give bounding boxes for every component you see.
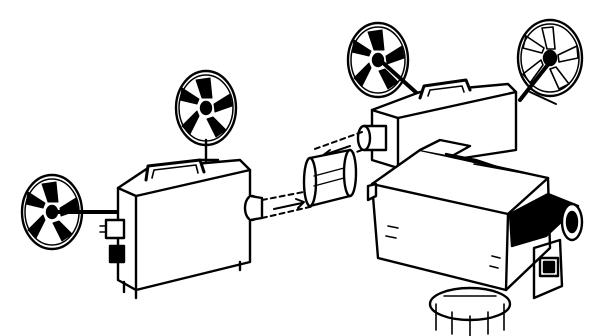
knob-left-2 [110, 246, 124, 262]
reel-right-rear [518, 20, 582, 96]
projector-body-left [118, 160, 250, 290]
tripod-head [430, 288, 510, 336]
reel-right-front [348, 23, 408, 97]
film-projector-left [22, 71, 262, 298]
transfer-tube [304, 150, 356, 206]
video-camera [372, 140, 582, 336]
reel-left-front [22, 175, 118, 249]
knob-left [106, 220, 124, 238]
reel-left-rear [176, 71, 236, 145]
